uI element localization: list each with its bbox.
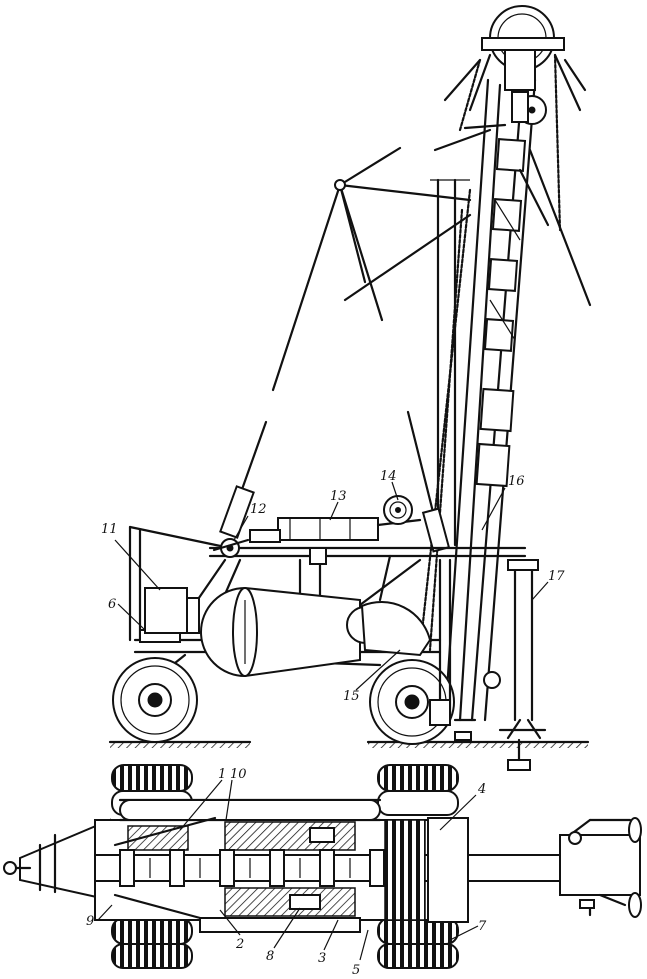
plan-mast-head xyxy=(559,817,642,918)
tire-bottom-left-outer xyxy=(111,943,193,969)
tire-top-right-inner xyxy=(377,790,459,816)
transmission-housing xyxy=(200,586,432,678)
callout-3: 3 xyxy=(318,951,326,966)
side-view xyxy=(108,5,592,771)
callout-4: 4 xyxy=(477,782,486,797)
a-frame xyxy=(271,146,472,547)
callout-13: 13 xyxy=(330,489,347,504)
callout-5: 5 xyxy=(352,963,360,978)
callout-17: 17 xyxy=(548,569,565,584)
plan-view xyxy=(3,764,642,969)
winch xyxy=(383,495,413,525)
tire-top-left xyxy=(111,764,193,792)
tire-top-right xyxy=(377,764,459,792)
callout-1: 1 xyxy=(218,767,226,782)
pivot-joint xyxy=(212,538,250,558)
callout-2: 2 xyxy=(235,937,244,952)
ground-line xyxy=(108,740,590,748)
support-jack xyxy=(498,559,547,771)
callout-labels: 11 12 13 14 16 17 6 15 1 10 4 9 2 8 3 5 … xyxy=(86,469,565,978)
rear-wheel xyxy=(112,657,198,743)
lift-cylinders xyxy=(219,410,451,553)
callout-14: 14 xyxy=(380,469,397,484)
callout-16: 16 xyxy=(508,474,525,489)
callout-7: 7 xyxy=(478,919,487,934)
plan-machinery xyxy=(113,816,469,933)
callout-8: 8 xyxy=(266,949,274,964)
hoist-ropes xyxy=(418,53,592,652)
leader-lines xyxy=(97,481,549,961)
engine-box xyxy=(144,587,200,634)
callout-6: 6 xyxy=(108,597,116,612)
tire-bottom-right-outer xyxy=(377,943,459,969)
callout-15: 15 xyxy=(343,689,360,704)
callout-10: 10 xyxy=(230,767,247,782)
outrigger-assembly xyxy=(429,558,501,741)
drill-mast xyxy=(443,78,537,722)
callout-11: 11 xyxy=(101,522,118,537)
tire-bottom-left xyxy=(111,917,193,945)
callout-12: 12 xyxy=(250,502,267,517)
plan-drill-rod xyxy=(94,849,606,887)
callout-9: 9 xyxy=(86,914,94,929)
crown-block xyxy=(443,5,587,125)
